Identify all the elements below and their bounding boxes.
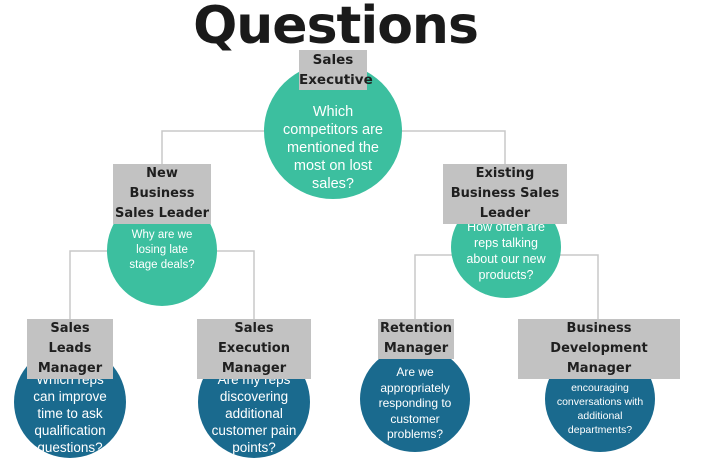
new-business-sales-leader-question: Why are we losing late stage deals? [129,229,195,271]
diagram-title: Questions [193,0,479,56]
business-development-manager-label: Business Development Manager [518,319,680,379]
connector-existing-business-to-retention [414,254,453,321]
connector-exec-to-existing-business [398,130,506,167]
sales-leads-manager-question: Which reps can improve time to ask quali… [33,371,107,455]
retention-manager-circle: Are we appropriately responding to custo… [360,346,470,452]
sales-leads-manager-label: Sales Leads Manager [27,319,113,379]
connector-existing-business-to-business-development [557,254,599,321]
retention-manager-question: Are we appropriately responding to custo… [378,365,452,442]
sales-executive-question: Which competitors are mentioned the most… [283,104,383,192]
new-business-sales-leader-label: New Business Sales Leader [113,164,211,224]
existing-business-sales-leader-label: Existing Business Sales Leader [443,164,567,224]
retention-manager-label: Retention Manager [378,319,454,359]
connector-new-business-to-sales-leads [69,250,110,321]
sales-execution-manager-question: Are my reps discovering additional custo… [211,371,297,455]
sales-executive-label: Sales Executive [299,50,373,90]
existing-business-sales-leader-question: How often are reps talking about our new… [466,220,546,282]
connector-new-business-to-sales-execution [212,250,255,321]
sales-execution-manager-label: Sales Execution Manager [197,319,311,379]
connector-exec-to-new-business [161,130,270,167]
